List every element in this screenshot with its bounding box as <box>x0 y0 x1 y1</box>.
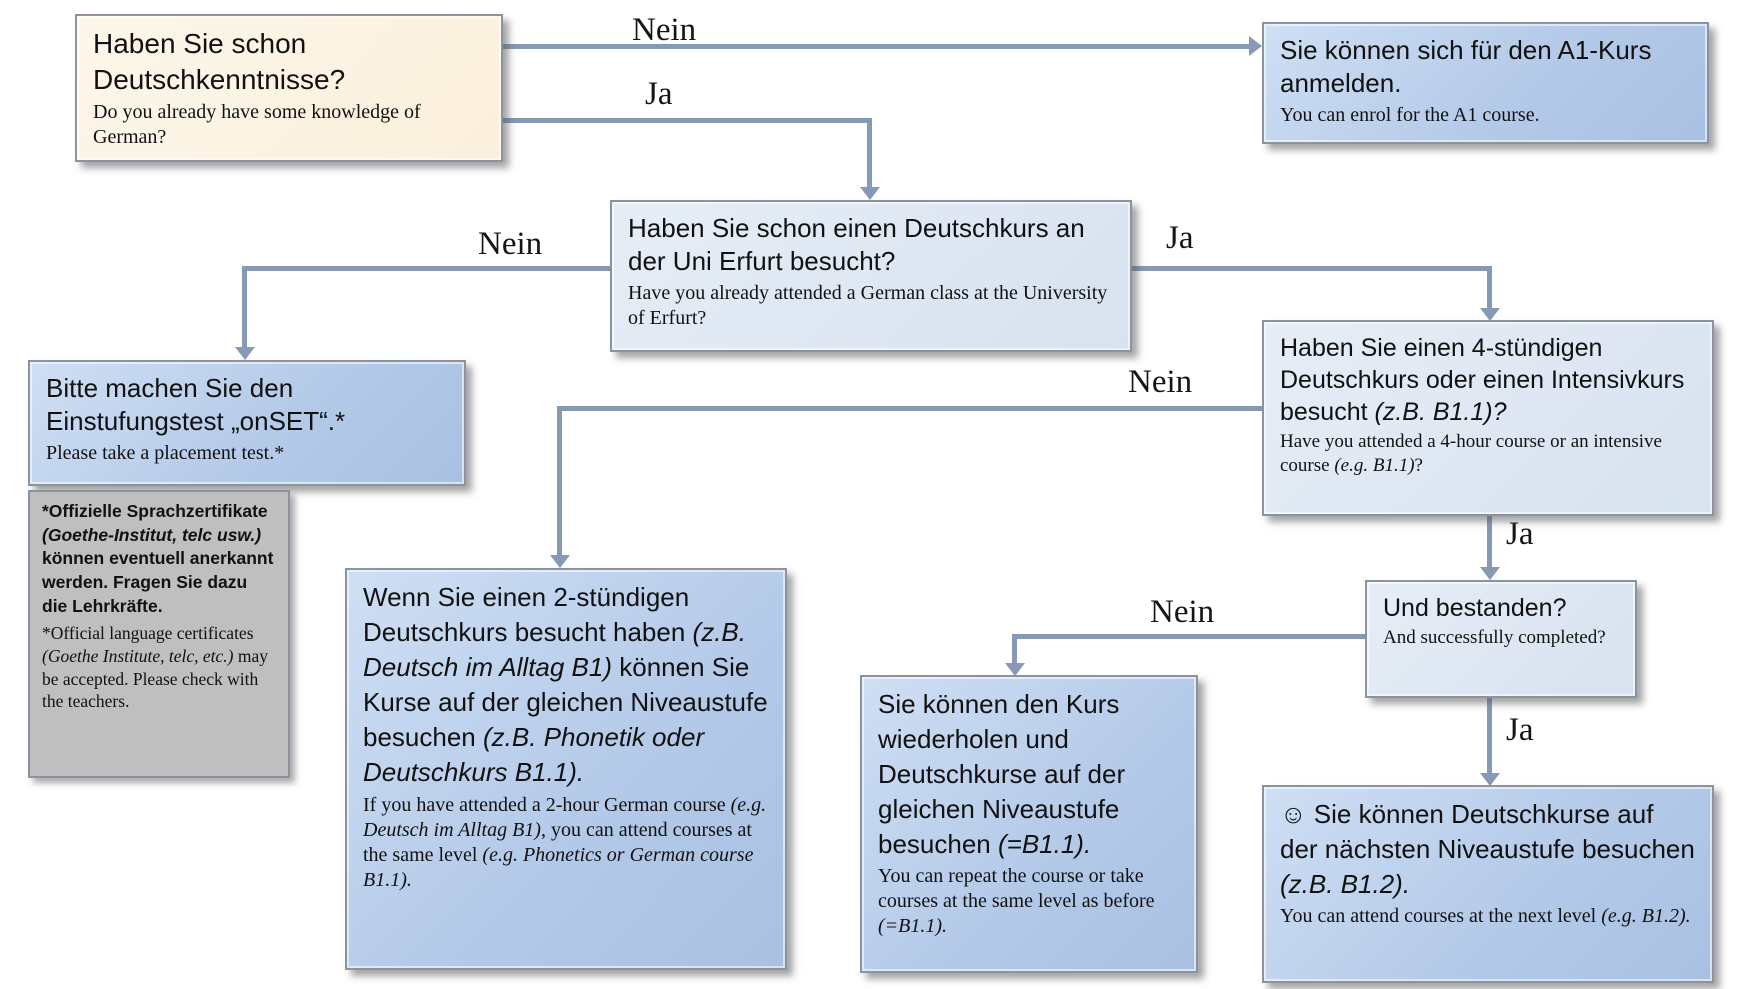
note-en-segment-2: (Goethe Institute, telc, etc.) <box>42 645 234 666</box>
edge-erfurt-no-hline <box>242 266 610 271</box>
node-certificates-note-en: *Official language certificates (Goethe … <box>42 622 276 713</box>
edge-label-erfurt-no: Nein <box>478 226 543 262</box>
repeat-en-segment-1: You can repeat the course or take course… <box>878 865 1155 913</box>
nextlevel-en-segment-1: You can attend courses at the next level <box>1280 905 1602 928</box>
course2h-en-segment-1: If you have attended a 2-hour German cou… <box>363 793 731 816</box>
repeat-en-segment-2: (=B1.1). <box>878 915 948 938</box>
course2h-de-segment-3: können Sie Kurse auf der gleichen Niveau… <box>363 652 768 753</box>
note-en-segment-1: *Official language certificates <box>42 623 254 644</box>
course2h-en-segment-2: (e.g. Deutsch im Alltag B1) <box>363 793 767 841</box>
edge-passed-yes-vline <box>1487 698 1492 774</box>
edge-label-course4h-no: Nein <box>1128 364 1193 400</box>
course4h-de-segment-1: Haben Sie einen 4-stündigen Deutschkurs … <box>1280 334 1685 426</box>
node-placement-test-en: Please take a placement test.* <box>46 441 285 464</box>
node-german-knowledge-de: Haben Sie schon Deutschkenntnisse? <box>93 28 346 95</box>
course2h-en-segment-3: , you can attend courses at the same lev… <box>363 818 752 866</box>
course4h-en-segment-1: Have you attended a 4-hour course or an … <box>1280 431 1662 476</box>
node-attended-erfurt-en: Have you already attended a German class… <box>628 281 1108 329</box>
node-repeat-course: Sie können den Kurs wiederholen und Deut… <box>860 675 1198 973</box>
node-enrol-a1: Sie können sich für den A1-Kurs anmelden… <box>1262 22 1709 144</box>
edge-course4h-no-vline <box>557 406 562 556</box>
edge-label-knowledge-yes: Ja <box>645 76 673 112</box>
node-repeat-course-en: You can repeat the course or take course… <box>878 864 1180 939</box>
edge-passed-no-vline <box>1012 634 1017 664</box>
edge-knowledge-yes-hline <box>503 118 872 123</box>
node-placement-test-de: Bitte machen Sie den Einstufungstest „on… <box>46 373 346 437</box>
node-next-level: ☺ Sie können Deutschkurse auf der nächst… <box>1262 785 1714 983</box>
node-course-2h-de: Wenn Sie einen 2-stündigen Deutschkurs b… <box>363 580 769 791</box>
edge-knowledge-no-line <box>503 44 1251 49</box>
repeat-de-segment-2: (=B1.1). <box>997 829 1092 860</box>
node-course-4h-en: Have you attended a 4-hour course or an … <box>1280 430 1696 478</box>
node-passed-en: And successfully completed? <box>1383 627 1606 648</box>
course2h-de-segment-4: (z.B. Phonetik oder Deutschkurs B1.1). <box>363 722 705 788</box>
node-course-2h-en: If you have attended a 2-hour German cou… <box>363 793 769 893</box>
nextlevel-de-segment-2: (z.B. B1.2). <box>1280 869 1411 900</box>
edge-passed-yes-arrowhead <box>1480 773 1500 786</box>
note-de-segment-2: (Goethe-Institut, telc usw.) <box>42 524 262 545</box>
repeat-de-segment-1: Sie können den Kurs wiederholen und Deut… <box>878 689 1126 860</box>
course2h-de-segment-2: (z.B. Deutsch im Alltag B1) <box>363 617 746 683</box>
course4h-en-segment-2: (e.g. B1.1) <box>1334 454 1415 476</box>
edge-label-passed-no: Nein <box>1150 594 1215 630</box>
node-enrol-a1-en: You can enrol for the A1 course. <box>1280 103 1540 126</box>
edge-course4h-yes-vline <box>1487 516 1492 568</box>
edge-knowledge-no-arrowhead <box>1249 36 1262 56</box>
edge-erfurt-yes-hline <box>1132 266 1492 271</box>
nextlevel-de-segment-1: ☺ Sie können Deutschkurse auf der nächst… <box>1280 799 1695 865</box>
node-german-knowledge: Haben Sie schon Deutschkenntnisse? Do yo… <box>75 14 503 162</box>
edge-passed-no-arrowhead <box>1005 663 1025 676</box>
note-de-segment-1: *Offizielle Sprachzertifikate <box>42 501 268 521</box>
node-certificates-note: *Offizielle Sprachzertifikate (Goethe-In… <box>28 490 290 778</box>
edge-erfurt-no-arrowhead <box>235 347 255 360</box>
edge-course4h-yes-arrowhead <box>1480 567 1500 580</box>
edge-label-course4h-yes: Ja <box>1506 516 1534 552</box>
edge-label-knowledge-no: Nein <box>632 12 697 48</box>
edge-passed-no-hline <box>1012 634 1365 639</box>
edge-course4h-no-arrowhead <box>550 555 570 568</box>
node-passed-de: Und bestanden? <box>1383 594 1567 622</box>
edge-course4h-no-hline <box>557 406 1262 411</box>
node-repeat-course-de: Sie können den Kurs wiederholen und Deut… <box>878 687 1180 862</box>
node-enrol-a1-de: Sie können sich für den A1-Kurs anmelden… <box>1280 35 1652 99</box>
node-passed: Und bestanden? And successfully complete… <box>1365 580 1637 698</box>
edge-erfurt-yes-vline <box>1487 266 1492 310</box>
edge-erfurt-yes-arrowhead <box>1480 308 1500 321</box>
course2h-de-segment-1: Wenn Sie einen 2-stündigen Deutschkurs b… <box>363 582 693 648</box>
course4h-de-segment-2: (z.B. B1.1)? <box>1374 398 1507 426</box>
node-german-knowledge-en: Do you already have some knowledge of Ge… <box>93 100 421 148</box>
node-placement-test: Bitte machen Sie den Einstufungstest „on… <box>28 360 466 486</box>
note-en-segment-3: may be accepted. Please check with the t… <box>42 645 268 712</box>
nextlevel-en-segment-2: (e.g. B1.2). <box>1601 905 1691 928</box>
node-course-4h: Haben Sie einen 4-stündigen Deutschkurs … <box>1262 320 1714 516</box>
node-course-4h-de: Haben Sie einen 4-stündigen Deutschkurs … <box>1280 332 1696 428</box>
course2h-en-segment-4: (e.g. Phonetics or German course B1.1). <box>363 843 754 891</box>
edge-knowledge-yes-arrowhead <box>860 187 880 200</box>
edge-label-passed-yes: Ja <box>1506 712 1534 748</box>
edge-label-erfurt-yes: Ja <box>1166 220 1194 256</box>
edge-erfurt-no-vline <box>242 266 247 348</box>
node-attended-erfurt-de: Haben Sie schon einen Deutschkurs an der… <box>628 213 1085 277</box>
node-certificates-note-de: *Offizielle Sprachzertifikate (Goethe-In… <box>42 500 276 618</box>
node-attended-erfurt: Haben Sie schon einen Deutschkurs an der… <box>610 200 1132 352</box>
edge-knowledge-yes-vline <box>867 118 872 188</box>
node-course-2h: Wenn Sie einen 2-stündigen Deutschkurs b… <box>345 568 787 970</box>
node-next-level-en: You can attend courses at the next level… <box>1280 904 1696 929</box>
course4h-en-segment-3: ? <box>1414 454 1423 476</box>
note-de-segment-3: können eventuell anerkannt werden. Frage… <box>42 548 274 616</box>
node-next-level-de: ☺ Sie können Deutschkurse auf der nächst… <box>1280 797 1696 902</box>
